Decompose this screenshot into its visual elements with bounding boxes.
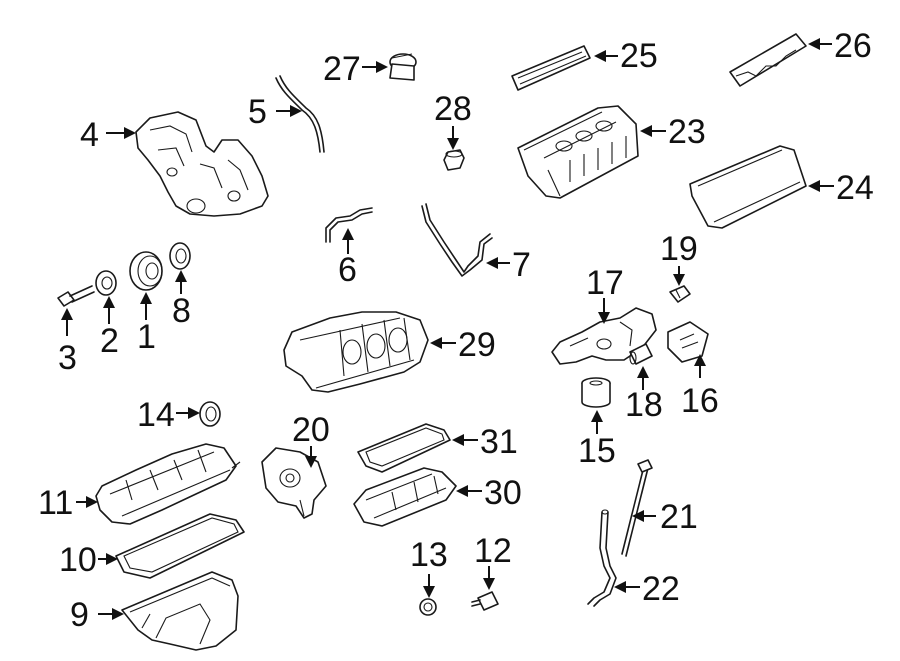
leader-13 [423,574,435,598]
callout-26: 26 [834,27,872,65]
part-31-gasket[interactable] [357,423,451,473]
part-9-oil-pan[interactable] [121,571,239,651]
leader-23 [640,125,666,137]
callout-1: 1 [137,318,156,356]
callout-5: 5 [248,93,267,131]
callout-21: 21 [660,498,698,536]
callout-31: 31 [480,423,518,461]
part-11-bedplate[interactable] [95,443,241,525]
part-25-gasket[interactable] [511,45,591,91]
callout-14: 14 [137,396,175,434]
part-17-bracket[interactable] [551,307,657,365]
leader-7 [486,257,510,269]
leader-16 [694,354,706,378]
callout-7: 7 [512,246,531,284]
part-2-washer[interactable] [95,270,117,296]
leader-2 [103,296,115,324]
part-7-tube[interactable] [421,203,493,277]
leader-3 [61,308,73,336]
callout-3: 3 [58,339,77,377]
callout-4: 4 [80,116,99,154]
part-1-pulley[interactable] [129,251,163,291]
part-29-intake-manifold[interactable] [283,311,429,393]
part-20-oil-pump[interactable] [261,447,327,519]
part-19-sensor[interactable] [669,285,691,303]
leader-26 [808,38,832,50]
callout-9: 9 [70,596,89,634]
part-13-o-ring[interactable] [419,598,437,616]
leader-8 [175,270,187,294]
leader-31 [452,434,478,446]
callout-18: 18 [625,386,663,424]
callout-15: 15 [578,432,616,470]
part-26-gasket[interactable] [729,33,807,87]
callout-30: 30 [484,474,522,512]
leader-15 [591,410,603,434]
part-27-filler-cap[interactable] [389,53,417,81]
leader-29 [430,337,456,349]
leader-12 [483,566,495,590]
leader-17 [598,298,610,324]
part-3-bolt[interactable] [57,285,95,307]
part-15-oil-filter[interactable] [581,377,611,408]
leader-30 [456,485,482,497]
callout-20: 20 [292,411,330,449]
callout-12: 12 [474,532,512,570]
leader-19 [673,266,685,286]
leader-28 [447,126,459,150]
part-8-seal[interactable] [169,242,191,270]
leader-9 [98,608,124,620]
leader-5 [276,105,302,117]
callout-22: 22 [642,570,680,608]
leader-21 [632,510,656,522]
part-12-drain-plug[interactable] [471,591,499,611]
callout-24: 24 [836,169,874,207]
part-28-cap[interactable] [443,149,465,171]
callout-29: 29 [458,326,496,364]
leader-14 [176,407,200,419]
callout-11: 11 [38,484,73,522]
part-23-valve-cover[interactable] [517,105,639,199]
leader-25 [594,50,618,62]
part-6-hose[interactable] [325,207,373,243]
leader-11 [76,496,98,508]
leader-20 [305,446,317,468]
leader-1 [140,292,152,320]
part-10-pan-gasket[interactable] [115,513,245,579]
callout-2: 2 [100,322,119,360]
callout-10: 10 [59,541,97,579]
part-30-plate[interactable] [353,467,457,527]
callout-8: 8 [172,292,191,330]
callout-17: 17 [586,264,624,302]
part-16-module[interactable] [667,321,709,363]
leader-27 [362,61,388,73]
part-22-dipstick-tube[interactable] [587,509,617,607]
part-4-timing-cover[interactable] [135,111,269,217]
part-5-gasket[interactable] [275,75,325,153]
callout-13: 13 [410,536,448,574]
leader-6 [342,228,354,254]
callout-28: 28 [434,90,472,128]
callout-19: 19 [660,230,698,268]
callout-6: 6 [338,251,357,289]
part-24-cover[interactable] [689,145,807,229]
callout-23: 23 [668,113,706,151]
callout-27: 27 [323,50,361,88]
leader-22 [614,581,640,593]
leader-18 [637,366,649,390]
part-18-cylinder[interactable] [629,343,653,365]
leader-24 [808,180,834,192]
part-21-dipstick[interactable] [621,459,653,557]
leader-10 [98,553,118,565]
part-14-seal[interactable] [199,401,221,427]
leader-4 [106,127,136,139]
callout-16: 16 [681,382,719,420]
callout-25: 25 [620,37,658,75]
